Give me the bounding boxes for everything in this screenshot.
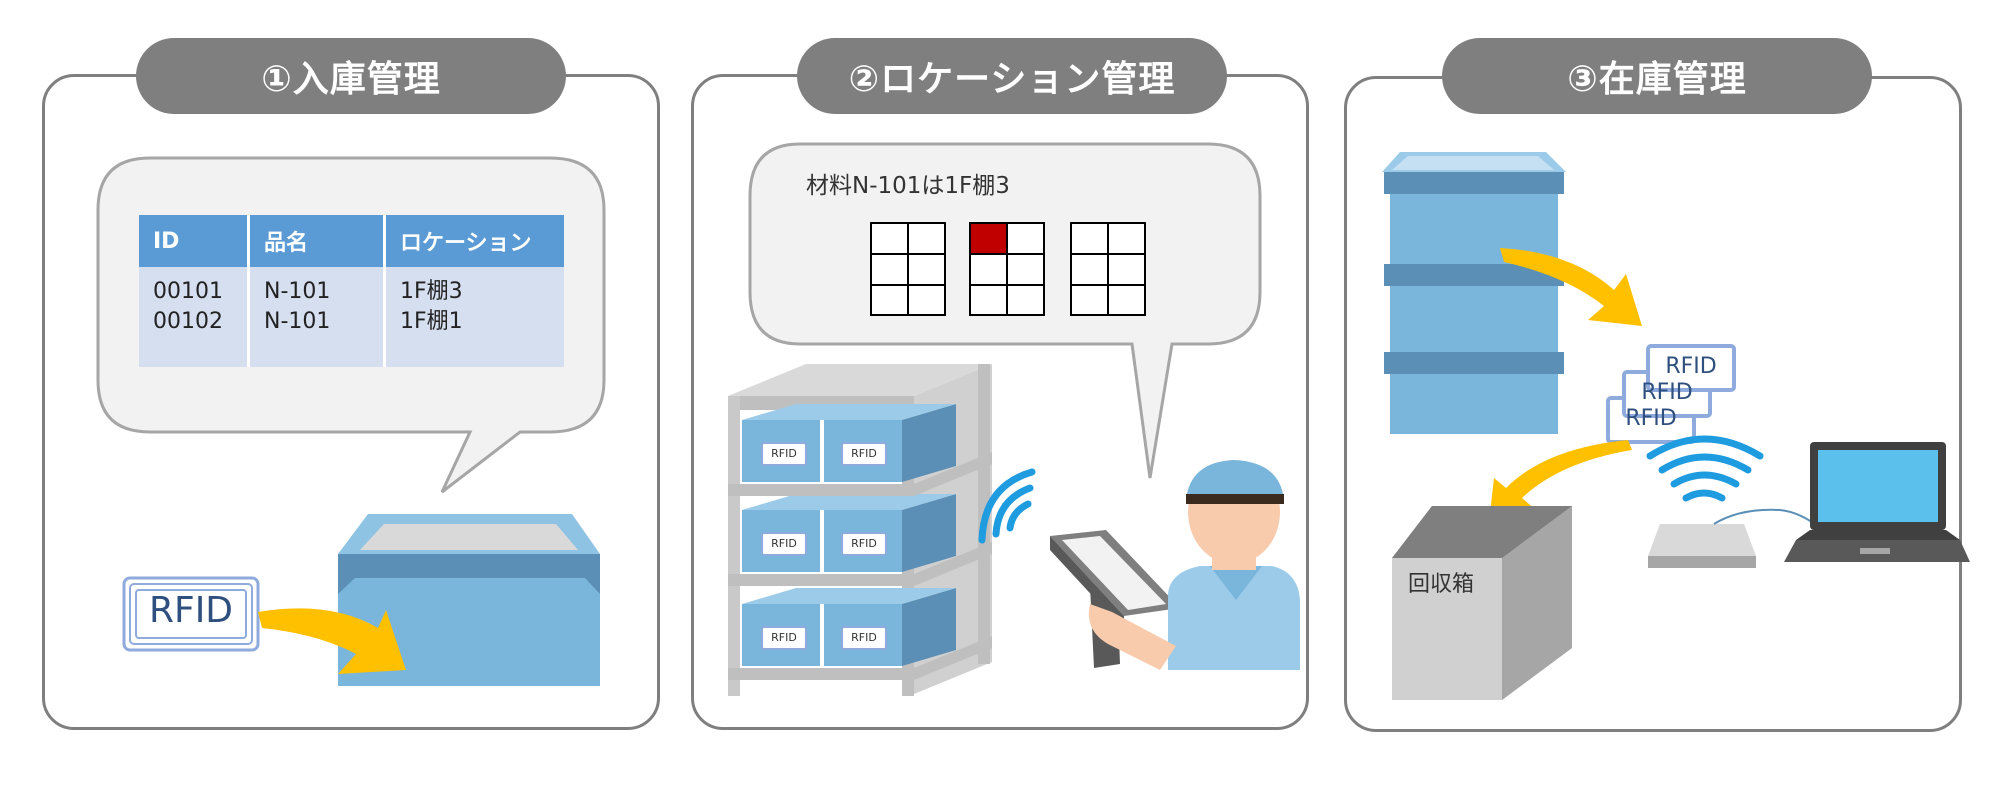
shelf-tag-label: RFID bbox=[851, 537, 877, 550]
collection-box-label: 回収箱 bbox=[1408, 572, 1475, 597]
arrow-to-tags bbox=[1500, 248, 1642, 326]
tab-receiving-title: ①入庫管理 bbox=[136, 38, 566, 114]
tab-location-title: ②ロケーション管理 bbox=[797, 38, 1227, 114]
cell-locations: 1F棚3 1F棚1 bbox=[383, 267, 564, 367]
shelf-grids bbox=[870, 222, 1146, 316]
rfid-tag-1-illustration bbox=[122, 576, 260, 652]
collection-box-illustration bbox=[1392, 506, 1572, 700]
wifi-signal-3 bbox=[1646, 435, 1764, 502]
stacked-tag-label: RFID bbox=[1625, 406, 1677, 431]
shelf-tag-label: RFID bbox=[771, 631, 797, 644]
rfid-tags-stack-illustration bbox=[1606, 344, 1736, 444]
rfid-tag-1-label: RFID bbox=[148, 590, 234, 631]
shelf-tag-label: RFID bbox=[851, 631, 877, 644]
shelf-tag-label: RFID bbox=[771, 537, 797, 550]
cell-ids: 00101 00102 bbox=[139, 267, 249, 367]
shelf-tag-label: RFID bbox=[771, 447, 797, 460]
header-id: ID bbox=[139, 215, 249, 267]
stacked-tag-label: RFID bbox=[1665, 354, 1717, 379]
laptop-illustration bbox=[1784, 442, 1970, 562]
table-row: 00101 00102 N-101 N-101 1F棚3 1F棚1 bbox=[139, 267, 564, 367]
inventory-table: ID 品名 ロケーション 00101 00102 N-101 N-101 1F棚… bbox=[139, 215, 564, 367]
rfid-reader-device-illustration bbox=[1648, 508, 1821, 568]
wifi-signal-2 bbox=[978, 468, 1036, 544]
header-location: ロケーション bbox=[383, 215, 564, 267]
speech-location-text: 材料N-101は1F棚3 bbox=[806, 173, 1010, 199]
worker-illustration bbox=[1088, 460, 1300, 670]
shelf-tag-label: RFID bbox=[851, 447, 877, 460]
arrow-into-box bbox=[258, 608, 406, 674]
highlighted-cell bbox=[969, 222, 1008, 255]
handheld-scanner-illustration bbox=[1050, 530, 1180, 668]
table-header-row: ID 品名 ロケーション bbox=[139, 215, 564, 267]
header-item-name: 品名 bbox=[247, 215, 385, 267]
stacked-containers-illustration bbox=[1382, 152, 1566, 434]
cell-item-names: N-101 N-101 bbox=[247, 267, 385, 367]
tab-inventory-title: ③在庫管理 bbox=[1442, 38, 1872, 114]
stacked-tag-label: RFID bbox=[1641, 380, 1693, 405]
storage-shelf-illustration bbox=[728, 364, 992, 696]
receiving-box-illustration bbox=[338, 514, 600, 686]
